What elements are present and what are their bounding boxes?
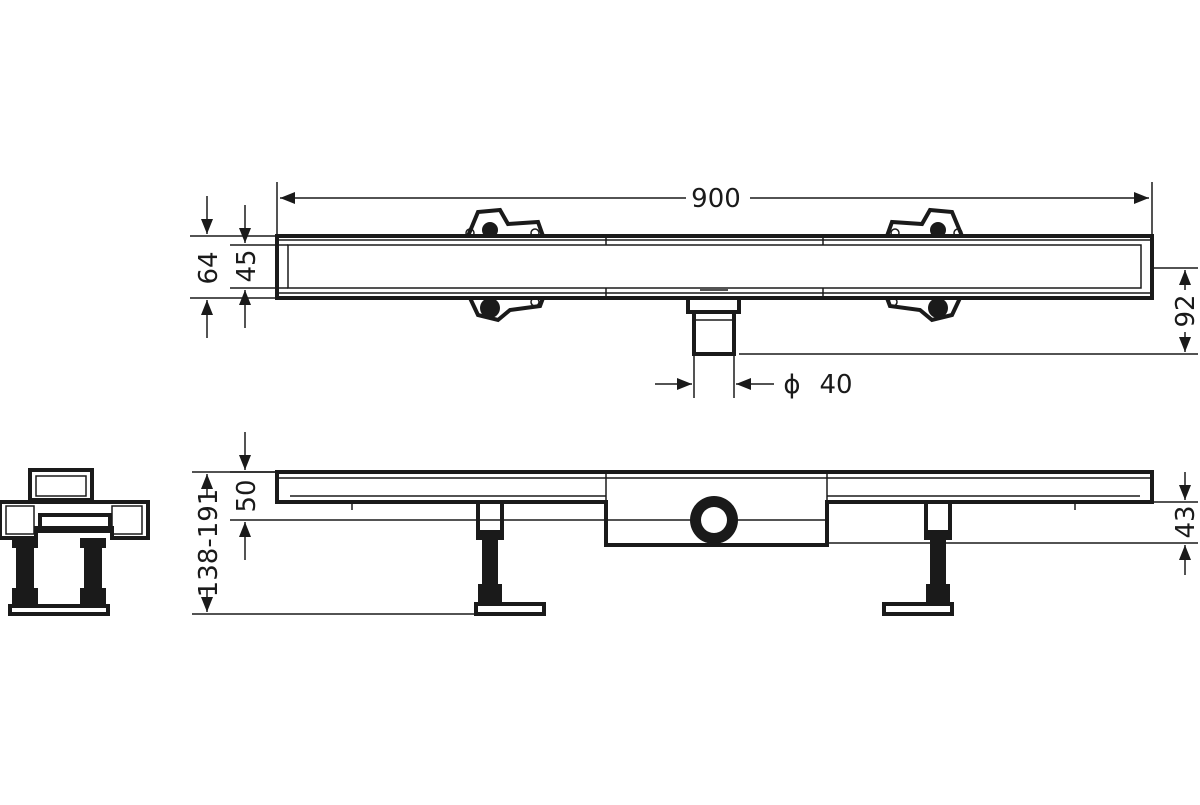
- dimension-inner-height: 45: [230, 205, 288, 328]
- dimension-outlet-height: 43: [827, 472, 1200, 575]
- dimension-outlet-offset-label: 92: [1171, 294, 1200, 327]
- dimension-overall-height-label: 64: [194, 251, 224, 284]
- mounting-bracket-icon: [468, 297, 545, 323]
- outlet-pipe: [686, 289, 741, 356]
- channel-inner-frame: [287, 244, 1142, 289]
- dimension-overall-height: 64: [190, 196, 277, 338]
- dimension-channel-height-label: 50: [232, 479, 262, 512]
- side-view: 50 138-191 43: [192, 432, 1200, 616]
- dimension-outlet-height-label: 43: [1171, 505, 1200, 538]
- dimension-outlet-diameter: ϕ 40: [655, 354, 853, 400]
- adjustable-foot: [474, 500, 546, 616]
- top-view: 900 64 45 92: [190, 182, 1200, 400]
- dimension-installation-height: 138-191: [192, 471, 476, 615]
- mounting-bracket-icon: [885, 297, 962, 323]
- diameter-symbol: ϕ: [783, 370, 800, 400]
- dimension-length: 900: [276, 182, 1153, 236]
- dimension-length-label: 900: [691, 184, 741, 214]
- dimension-outlet-diameter-label: 40: [819, 370, 852, 400]
- mounting-bracket-icon: [465, 207, 545, 238]
- adjustable-foot: [882, 500, 954, 616]
- end-view: [0, 468, 150, 616]
- dimension-inner-height-label: 45: [232, 249, 262, 282]
- mounting-bracket-icon: [885, 207, 964, 238]
- dimension-installation-height-label: 138-191: [194, 489, 224, 598]
- dimension-outlet-offset: 92: [739, 267, 1200, 355]
